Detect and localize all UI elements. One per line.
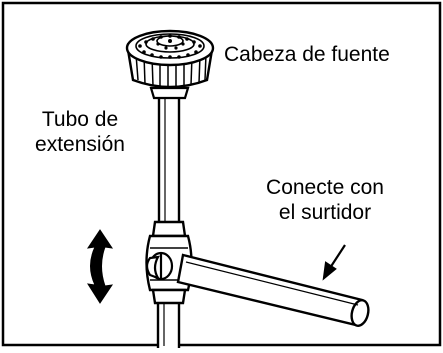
valve-knob bbox=[145, 251, 174, 281]
extension-tube bbox=[156, 88, 181, 352]
extension-tube-label-line2: extensión bbox=[35, 132, 125, 156]
extension-tube-label-line1: Tubo de bbox=[41, 108, 119, 131]
fountain-head-drawing bbox=[125, 29, 215, 100]
diagram-frame bbox=[1, 1, 442, 347]
fountain-head-label: Cabeza de fuente bbox=[224, 43, 390, 66]
connect-label: Conecte con el surtidor bbox=[258, 176, 392, 226]
supply-hose bbox=[176, 253, 370, 327]
rotation-arrow bbox=[86, 229, 114, 304]
connect-label-line1: Conecte con bbox=[266, 176, 384, 199]
connect-pointer-arrow bbox=[322, 244, 346, 281]
extension-tube-label: Tubo de extensión bbox=[24, 108, 136, 158]
connect-label-line2: el surtidor bbox=[278, 200, 372, 224]
